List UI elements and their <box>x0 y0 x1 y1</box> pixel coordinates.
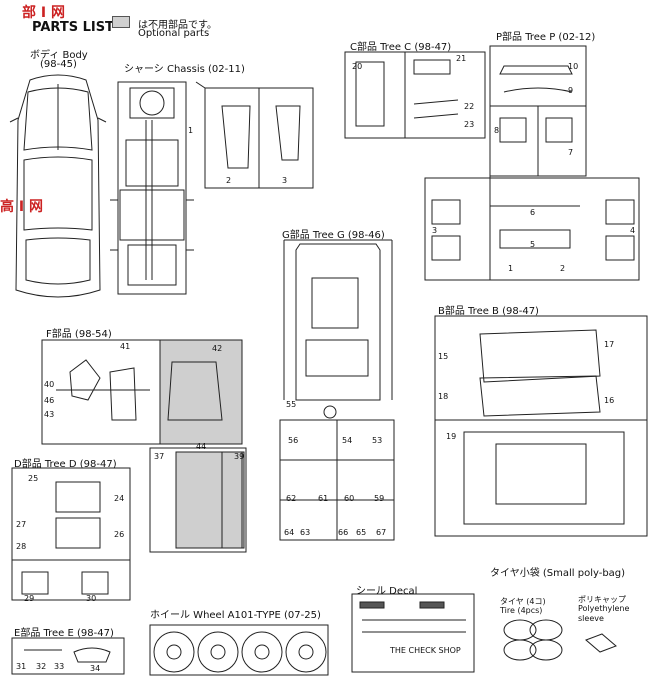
tree-d-title: D部品 Tree D (98-47) <box>14 459 117 470</box>
part-number: 60 <box>344 494 355 503</box>
part-number: 4 <box>630 226 636 235</box>
part-number: 23 <box>464 120 475 129</box>
decal-title: シール Decal <box>356 586 418 597</box>
tree-c-illustration <box>344 51 486 139</box>
part-number: 64 <box>284 528 295 537</box>
part-number: 61 <box>318 494 329 503</box>
part-number: 15 <box>438 352 449 361</box>
part-number: 31 <box>16 662 27 671</box>
tree-f-illustration <box>41 339 247 553</box>
part-number: 39 <box>234 452 245 461</box>
part-number: 41 <box>120 342 131 351</box>
part-number: 40 <box>44 380 55 389</box>
part-number: 5 <box>530 240 536 249</box>
part-number: 25 <box>28 474 39 483</box>
part-number: 18 <box>438 392 449 401</box>
part-number: 30 <box>86 594 97 603</box>
part-number: 53 <box>372 436 383 445</box>
part-number: 17 <box>604 340 615 349</box>
part-number: 1 <box>508 264 514 273</box>
part-number: 7 <box>568 148 574 157</box>
wheel-illustration <box>149 624 329 676</box>
part-number: 21 <box>456 54 467 63</box>
tree-f-title: F部品 (98-54) <box>46 329 112 340</box>
poly-bag-title: タイヤ小袋 (Small poly-bag) <box>490 568 626 579</box>
part-number: 54 <box>342 436 353 445</box>
part-number: 2 <box>560 264 566 273</box>
legend-jp: は不用部品です。 <box>138 20 217 31</box>
chassis-illustration <box>110 81 314 295</box>
part-number: 10 <box>568 62 579 71</box>
poly-bag-illustration <box>503 619 617 661</box>
part-number: 55 <box>286 400 297 409</box>
chassis-title: シャーシ Chassis (02-11) <box>124 64 245 75</box>
tree-b-illustration <box>434 315 648 537</box>
part-number: 67 <box>376 528 387 537</box>
part-number: 65 <box>356 528 367 537</box>
part-number: 63 <box>300 528 311 537</box>
part-number: 20 <box>352 62 363 71</box>
part-number: 46 <box>44 396 55 405</box>
part-number: 34 <box>90 664 101 673</box>
tire-en: Tire (4pcs) <box>500 606 543 615</box>
tree-e-illustration <box>11 637 125 675</box>
part-number: 22 <box>464 102 475 111</box>
watermark-side: 高 I 网 <box>0 199 43 215</box>
tree-p-illustration <box>424 45 640 281</box>
tire-jp: タイヤ (4コ) <box>500 597 546 606</box>
cap-en-2: sleeve <box>578 614 604 623</box>
part-number: 3 <box>282 176 288 185</box>
part-number: 37 <box>154 452 165 461</box>
cap-en-1: Polyethylene <box>578 604 630 613</box>
part-number: 19 <box>446 432 457 441</box>
tree-g-title: G部品 Tree G (98-46) <box>282 230 385 241</box>
part-number: 56 <box>288 436 299 445</box>
part-number: 9 <box>568 86 574 95</box>
tree-p-title: P部品 Tree P (02-12) <box>496 32 596 43</box>
body-code: (98-45) <box>40 59 77 70</box>
tree-b-title: B部品 Tree B (98-47) <box>438 306 539 317</box>
decal-illustration <box>351 593 475 673</box>
cap-jp: ポリキャップ <box>578 595 626 604</box>
part-number: 2 <box>226 176 232 185</box>
tree-e-title: E部品 Tree E (98-47) <box>14 628 114 639</box>
part-number: 59 <box>374 494 385 503</box>
part-number: 66 <box>338 528 349 537</box>
part-number: 28 <box>16 542 27 551</box>
part-number: 1 <box>188 126 194 135</box>
part-number: 6 <box>530 208 536 217</box>
part-number: 33 <box>54 662 65 671</box>
body-illustration <box>9 74 107 298</box>
decal-shop: THE CHECK SHOP <box>390 646 461 655</box>
part-number: 32 <box>36 662 47 671</box>
part-number: 43 <box>44 410 55 419</box>
part-number: 29 <box>24 594 35 603</box>
part-number: 42 <box>212 344 223 353</box>
part-number: 44 <box>196 442 207 451</box>
wheel-title: ホイール Wheel A101-TYPE (07-25) <box>150 610 321 621</box>
optional-parts-swatch <box>112 16 130 28</box>
part-number: 26 <box>114 530 125 539</box>
part-number: 62 <box>286 494 297 503</box>
tree-c-title: C部品 Tree C (98-47) <box>350 42 452 53</box>
body-title: ボディ Body <box>30 50 88 61</box>
parts-list-title: PARTS LIST <box>32 20 114 35</box>
watermark-top: 部 I 网 <box>22 5 65 21</box>
part-number: 8 <box>494 126 500 135</box>
tree-g-illustration <box>279 239 395 541</box>
tree-d-illustration <box>11 467 131 601</box>
part-number: 16 <box>604 396 615 405</box>
legend-en: Optional parts <box>138 28 210 39</box>
part-number: 27 <box>16 520 27 529</box>
part-number: 24 <box>114 494 125 503</box>
part-number: 3 <box>432 226 438 235</box>
